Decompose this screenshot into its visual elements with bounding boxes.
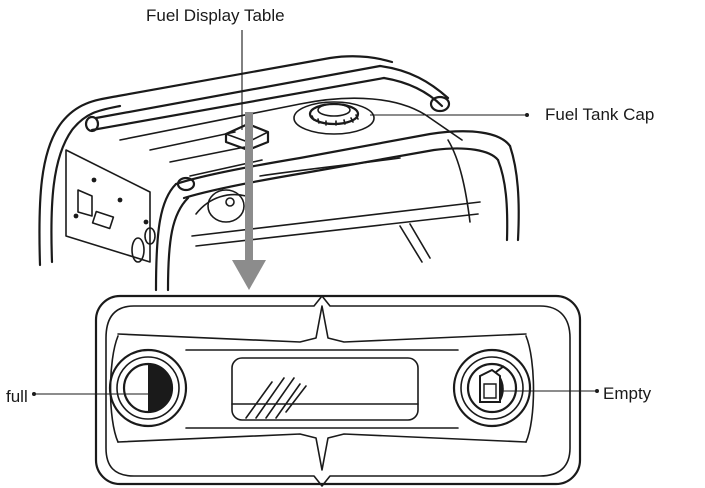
fuel-display-panel xyxy=(94,294,582,487)
fuel-display-table-label: Fuel Display Table xyxy=(146,6,285,25)
full-label: full xyxy=(6,387,28,406)
leader-lines xyxy=(32,30,599,396)
full-indicator xyxy=(108,348,188,428)
panel-outer-frame xyxy=(94,294,582,486)
empty-leader-dot xyxy=(595,389,599,393)
empty-label: Empty xyxy=(603,384,652,403)
tank-cap-leader-dot xyxy=(525,113,529,117)
generator-illustration xyxy=(38,55,520,292)
sight-window xyxy=(231,357,419,421)
fuel-tank-cap-label: Fuel Tank Cap xyxy=(545,105,655,124)
full-leader-dot xyxy=(32,392,36,396)
empty-indicator xyxy=(452,348,532,428)
fuel-can-icon xyxy=(479,365,505,403)
half-filled-circle-icon xyxy=(148,364,172,412)
down-arrow xyxy=(232,112,266,290)
